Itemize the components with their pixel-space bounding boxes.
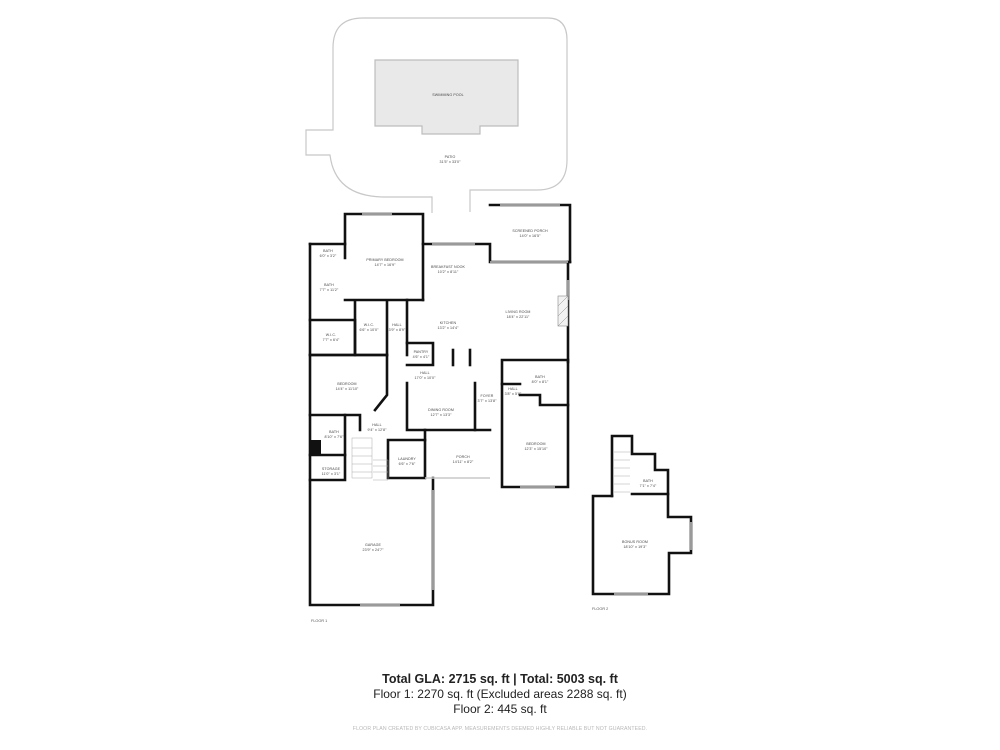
room-name: Hall <box>372 423 382 427</box>
room-dims: 6'6" x 7'6" <box>398 462 416 466</box>
room-label-pantry: Pantry4'6" x 4'1" <box>413 350 430 360</box>
room-label-hall-3: Hall3'8" x 5'8" <box>505 387 522 397</box>
room-label-bath-floor2: Bath7'1" x 7'4" <box>640 479 657 489</box>
room-label-living-room: Living Room18'4" x 22'11" <box>505 310 530 320</box>
room-dims: 3'8" x 5'8" <box>504 392 522 396</box>
room-dims: 6'6" x 10'0" <box>359 328 379 332</box>
room-dims: 17'0" x 10'0" <box>414 376 436 380</box>
total-area-summary: Total GLA: 2715 sq. ft | Total: 5003 sq.… <box>382 672 618 686</box>
floor-2-area: Floor 2: 445 sq. ft <box>453 702 547 716</box>
room-name: Living Room <box>505 310 531 314</box>
room-name: Porch <box>456 455 470 459</box>
room-label-bath-small: Bath6'0" x 3'2" <box>320 249 337 259</box>
room-label-hall-1: Hall3'9" x 8'9" <box>389 323 406 333</box>
room-label-primary-bedroom: Primary Bedroom14'7" x 16'9" <box>366 258 403 268</box>
room-label-dining-room: Dining Room12'7" x 13'3" <box>428 408 454 418</box>
disclaimer-text: Floor plan created by CubiCasa app. Meas… <box>352 726 648 732</box>
room-dims: 23'9" x 24'7" <box>362 548 384 552</box>
room-label-screened-porch: Screened Porch14'0" x 16'5" <box>512 229 547 239</box>
room-dims: 11'0" x 3'1" <box>321 472 341 476</box>
room-label-hall-2: Hall17'0" x 10'0" <box>414 371 435 381</box>
floor-2-label: Floor 2 <box>592 607 609 611</box>
room-label-kitchen: Kitchen13'2" x 14'4" <box>437 321 458 331</box>
room-name: Bedroom <box>526 442 546 446</box>
floor-1-area: Floor 1: 2270 sq. ft (Excluded areas 228… <box>373 687 627 701</box>
room-name: Hall <box>420 371 430 375</box>
room-label-bedroom-2: Bedroom12'3" x 15'10" <box>524 442 547 452</box>
room-dims: 13'2" x 14'4" <box>437 326 459 330</box>
floor-1-label: Floor 1 <box>311 619 328 623</box>
room-name: Bonus Room <box>622 540 648 544</box>
room-label-hall-4: Hall9'4" x 12'8" <box>368 423 387 433</box>
room-name: W.I.C. <box>325 333 337 337</box>
room-name: Primary Bedroom <box>366 258 404 262</box>
room-dims: 14'7" x 16'9" <box>374 263 396 267</box>
room-dims: 4'6" x 4'1" <box>412 355 430 359</box>
room-label-swimming-pool: Swimming Pool <box>432 93 463 98</box>
room-name: Bath <box>323 249 333 253</box>
room-label-garage: Garage23'9" x 24'7" <box>362 543 383 553</box>
room-name: Hall <box>392 323 402 327</box>
room-name: Storage <box>321 467 341 471</box>
room-dims: 3'9" x 8'9" <box>388 328 406 332</box>
room-name: Garage <box>365 543 381 547</box>
stairs-floor2 <box>614 451 630 493</box>
room-label-wic-2: W.I.C.6'6" x 10'0" <box>360 323 379 333</box>
swimming-pool-shape <box>374 59 519 135</box>
room-label-laundry: Laundry6'6" x 7'6" <box>398 457 416 467</box>
room-label-bath-2: Bath8'0" x 8'1" <box>532 375 549 385</box>
room-label-patio: Patio31'5" x 33'0" <box>439 155 460 165</box>
patio-outline <box>305 17 568 213</box>
room-label-bonus-room: Bonus Room18'10" x 19'3" <box>622 540 648 550</box>
room-label-breakfast-nook: Breakfast Nook10'2" x 8'11" <box>431 265 465 275</box>
room-name: Hall <box>508 387 518 391</box>
room-name: Foyer <box>480 394 494 398</box>
room-name: Bath <box>324 283 334 287</box>
room-dims: 10'2" x 8'11" <box>437 270 459 274</box>
room-name: Swimming Pool <box>432 93 464 97</box>
floor2-walls <box>591 434 693 596</box>
room-label-storage: Storage11'0" x 3'1" <box>322 467 341 477</box>
room-dims: 31'5" x 33'0" <box>439 160 461 164</box>
room-dims: 9'4" x 12'8" <box>367 428 387 432</box>
room-label-bath-3: Bath8'10" x 7'6" <box>325 430 344 440</box>
room-name: Laundry <box>398 457 416 461</box>
room-dims: 7'7" x 6'4" <box>322 338 340 342</box>
room-label-porch: Porch14'11" x 8'2" <box>453 455 474 465</box>
room-name: Screened Porch <box>512 229 548 233</box>
room-dims: 14'0" x 16'5" <box>519 234 541 238</box>
room-dims: 18'10" x 19'3" <box>623 545 647 549</box>
room-name: Bath <box>643 479 653 483</box>
room-dims: 6'0" x 3'2" <box>319 254 337 258</box>
room-dims: 14'4" x 11'10" <box>335 387 359 391</box>
room-name: Kitchen <box>439 321 457 325</box>
room-name: Dining Room <box>428 408 454 412</box>
stairs-floor1 <box>351 437 389 481</box>
room-label-foyer: Foyer3'7" x 13'8" <box>478 394 497 404</box>
room-label-wic-1: W.I.C.7'7" x 6'4" <box>323 333 340 343</box>
floor1-windows <box>360 204 569 606</box>
room-name: Patio <box>444 155 456 159</box>
room-name: W.I.C. <box>363 323 375 327</box>
room-dims: 12'3" x 15'10" <box>524 447 548 451</box>
room-dims: 18'4" x 22'11" <box>506 315 530 319</box>
floor2-windows <box>614 522 692 595</box>
room-label-bath-primary: Bath7'7" x 11'2" <box>320 283 339 293</box>
room-name: Bath <box>535 375 545 379</box>
room-dims: 14'11" x 8'2" <box>452 460 474 464</box>
room-name: Breakfast Nook <box>430 265 466 269</box>
room-dims: 3'7" x 13'8" <box>477 399 497 403</box>
room-dims: 8'10" x 7'6" <box>324 435 344 439</box>
room-name: Pantry <box>413 350 429 354</box>
room-name: Bedroom <box>337 382 357 386</box>
mechanical-block <box>311 440 321 454</box>
room-name: Bath <box>329 430 339 434</box>
room-dims: 7'1" x 7'4" <box>639 484 657 488</box>
room-dims: 8'0" x 8'1" <box>531 380 549 384</box>
room-dims: 7'7" x 11'2" <box>319 288 339 292</box>
fireplace-icon <box>557 295 569 327</box>
room-label-bedroom-1: Bedroom14'4" x 11'10" <box>336 382 359 392</box>
room-dims: 12'7" x 13'3" <box>430 413 452 417</box>
